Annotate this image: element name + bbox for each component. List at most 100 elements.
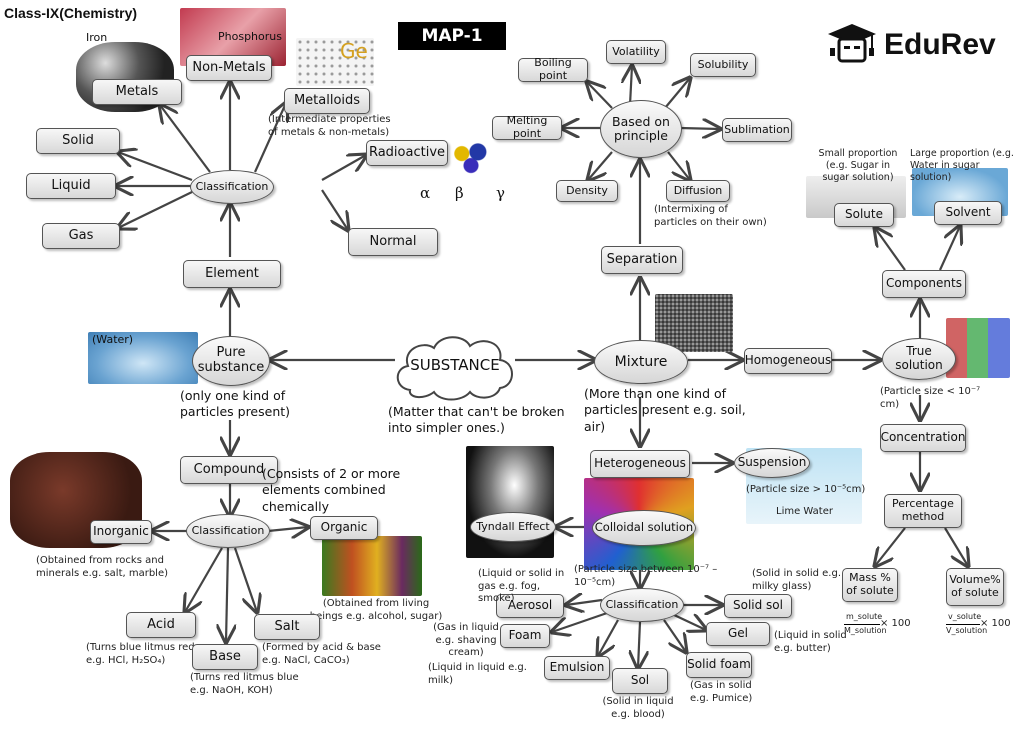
ge-label: Ge (340, 39, 368, 63)
page-title: Class-IX(Chemistry) (4, 5, 138, 21)
germanium-image (296, 38, 374, 86)
map-title: MAP-1 (398, 22, 506, 50)
colloid-classification-node[interactable]: Classification (600, 588, 684, 622)
pure-substance-node[interactable]: Pure substance (192, 336, 270, 386)
heterogeneous-node[interactable]: Heterogeneous (590, 450, 690, 478)
percentage-method-node[interactable]: Percentage method (884, 494, 962, 528)
colloidal-solution-node[interactable]: Colloidal solution (592, 510, 696, 546)
solid-sol-note: (Solid in solid e.g. milky glass) (752, 568, 842, 592)
salt-node[interactable]: Salt (254, 614, 320, 640)
water-label: (Water) (92, 333, 134, 346)
base-note: (Turns red litmus blue e.g. NaOH, KOH) (190, 672, 299, 696)
acid-note: (Turns blue litmus red e.g. HCl, H₂SO₄) (86, 642, 195, 666)
substance-cloud (396, 336, 513, 401)
solvent-note: Large proportion (e.g. Water in sugar so… (910, 148, 1014, 183)
mass-percent-node[interactable]: Mass % of solute (842, 568, 898, 602)
sol-node[interactable]: Sol (612, 668, 668, 694)
radioactive-node[interactable]: Radioactive (366, 140, 448, 166)
soil-image (655, 294, 733, 352)
liquid-node[interactable]: Liquid (26, 173, 116, 199)
brand-name: EduRev (884, 28, 996, 61)
density-node[interactable]: Density (556, 180, 618, 202)
inorganic-note: (Obtained from rocks and minerals e.g. s… (36, 555, 169, 579)
aerosol-node[interactable]: Aerosol (496, 594, 564, 618)
solid-foam-node[interactable]: Solid foam (686, 652, 752, 678)
diffusion-node[interactable]: Diffusion (666, 180, 730, 202)
concentration-node[interactable]: Concentration (880, 424, 966, 452)
mass-formula-numerator: m_solute (846, 612, 883, 621)
volatility-node[interactable]: Volatility (606, 40, 666, 64)
melting-point-node[interactable]: Melting point (492, 115, 562, 140)
sublimation-node[interactable]: Sublimation (722, 118, 792, 142)
mixture-node[interactable]: Mixture (594, 340, 688, 384)
graduation-cap-icon (828, 24, 876, 63)
metalloids-note: (Intermediate properties of metals & non… (268, 114, 391, 138)
gel-note: (Liquid in solid e.g. butter) (774, 630, 847, 654)
gel-node[interactable]: Gel (706, 622, 770, 646)
solute-node[interactable]: Solute (834, 203, 894, 227)
compound-node[interactable]: Compound (180, 456, 278, 484)
acid-node[interactable]: Acid (126, 612, 196, 638)
suspension-note: (Particle size > 10⁻⁵cm) (746, 484, 866, 495)
foam-node[interactable]: Foam (500, 624, 550, 648)
iron-label: Iron (86, 31, 108, 44)
gamma-symbol: γ (496, 184, 505, 202)
separation-node[interactable]: Separation (601, 246, 683, 274)
metalloids-node[interactable]: Metalloids (284, 88, 370, 114)
mixture-note: (More than one kind of particles present… (584, 386, 746, 434)
brand-logo[interactable]: EduRev (826, 22, 996, 68)
metals-node[interactable]: Metals (92, 79, 182, 105)
water-image (88, 332, 198, 384)
base-node[interactable]: Base (192, 644, 258, 670)
aerosol-note: (Liquid or solid in gas e.g. fog, smoke) (478, 568, 565, 604)
radioactive-image (448, 140, 494, 174)
element-classification-node[interactable]: Classification (190, 170, 274, 204)
volume-formula-times: × 100 (980, 618, 1011, 629)
emulsion-node[interactable]: Emulsion (544, 656, 610, 680)
sol-note: (Solid in liquid e.g. blood) (602, 696, 674, 720)
tyndall-effect-node[interactable]: Tyndall Effect (470, 512, 556, 542)
solid-sol-node[interactable]: Solid sol (724, 594, 792, 618)
diffusion-note: (Intermixing of particles on their own) (654, 204, 767, 228)
lime-water-label: Lime Water (776, 506, 833, 517)
foam-note: (Gas in liquid e.g. shaving cream) (433, 622, 499, 658)
non-metals-node[interactable]: Non-Metals (186, 55, 272, 81)
substance-label: SUBSTANCE (410, 356, 500, 374)
organic-note: (Obtained from living beings e.g. alcoho… (309, 598, 443, 622)
compound-classification-node[interactable]: Classification (186, 514, 270, 548)
organic-node[interactable]: Organic (310, 516, 378, 540)
emulsion-note: (Liquid in liquid e.g. milk) (428, 662, 527, 686)
normal-node[interactable]: Normal (348, 228, 438, 256)
vegetables-image (322, 536, 422, 596)
beakers-image (946, 318, 1010, 378)
mass-formula-denominator: M_solution (844, 626, 887, 635)
solute-note: Small proportion (e.g. Sugar in sugar so… (818, 148, 898, 183)
alpha-symbol: α (420, 184, 431, 202)
solubility-node[interactable]: Solubility (690, 53, 756, 77)
mass-formula-times: × 100 (880, 618, 911, 629)
solvent-node[interactable]: Solvent (934, 201, 1002, 225)
boiling-point-node[interactable]: Boiling point (518, 57, 588, 82)
true-solution-node[interactable]: True solution (882, 338, 956, 380)
element-node[interactable]: Element (183, 260, 281, 288)
pure-substance-note: (only one kind of particles present) (180, 388, 291, 420)
true-solution-note: (Particle size < 10⁻⁷ cm) (880, 386, 981, 410)
compound-note: (Consists of 2 or more elements combined… (262, 466, 401, 514)
gas-node[interactable]: Gas (42, 223, 120, 249)
inorganic-node[interactable]: Inorganic (90, 520, 152, 544)
volume-formula-bar (946, 624, 980, 625)
substance-note: (Matter that can't be broken into simple… (388, 404, 565, 436)
homogeneous-node[interactable]: Homogeneous (744, 348, 832, 374)
principle-node[interactable]: Based on principle (600, 100, 682, 158)
volume-formula-numerator: v_solute (948, 612, 982, 621)
components-node[interactable]: Components (882, 270, 966, 298)
volume-percent-node[interactable]: Volume% of solute (946, 568, 1004, 606)
colloid-size-note: (Particle size between 10⁻⁷ – 10⁻⁵cm) (574, 564, 718, 588)
suspension-node[interactable]: Suspension (734, 448, 810, 478)
solid-node[interactable]: Solid (36, 128, 120, 154)
mass-formula-bar (844, 624, 880, 625)
beta-symbol: β (455, 184, 464, 202)
phosphorus-label: Phosphorus (218, 30, 282, 43)
volume-formula-denominator: V_solution (946, 626, 988, 635)
